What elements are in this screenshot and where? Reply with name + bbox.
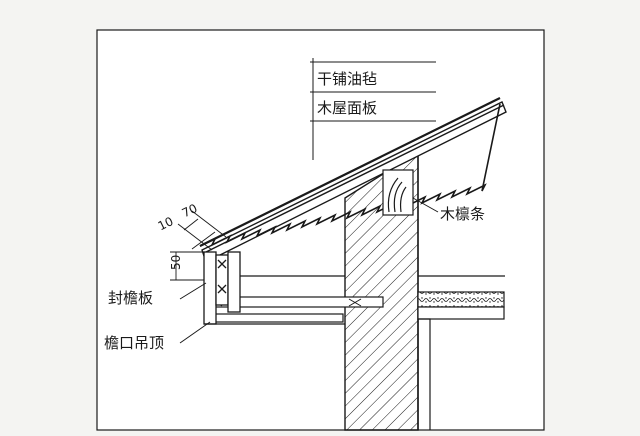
label-wood-purlin: 木檩条 — [440, 205, 485, 223]
label-fascia-board: 封檐板 — [108, 289, 153, 307]
label-wood-roof-board: 木屋面板 — [317, 99, 377, 117]
purlin-leader — [412, 197, 439, 213]
label-dry-felt: 干铺油毡 — [317, 70, 377, 88]
ceiling-joist — [207, 275, 505, 323]
label-table — [310, 58, 436, 160]
dim-50: 50 — [169, 255, 183, 270]
floor-slab — [417, 291, 505, 430]
wood-purlin — [382, 169, 414, 216]
label-eave-soffit: 檐口吊顶 — [104, 334, 164, 352]
dimension-lines — [170, 210, 227, 281]
dim-70: 70 — [180, 201, 200, 220]
drawing-frame — [96, 29, 545, 431]
eave-box — [203, 251, 345, 325]
dim-10: 10 — [156, 214, 176, 233]
fascia-leader — [179, 282, 207, 300]
soffit-leader — [179, 321, 211, 344]
